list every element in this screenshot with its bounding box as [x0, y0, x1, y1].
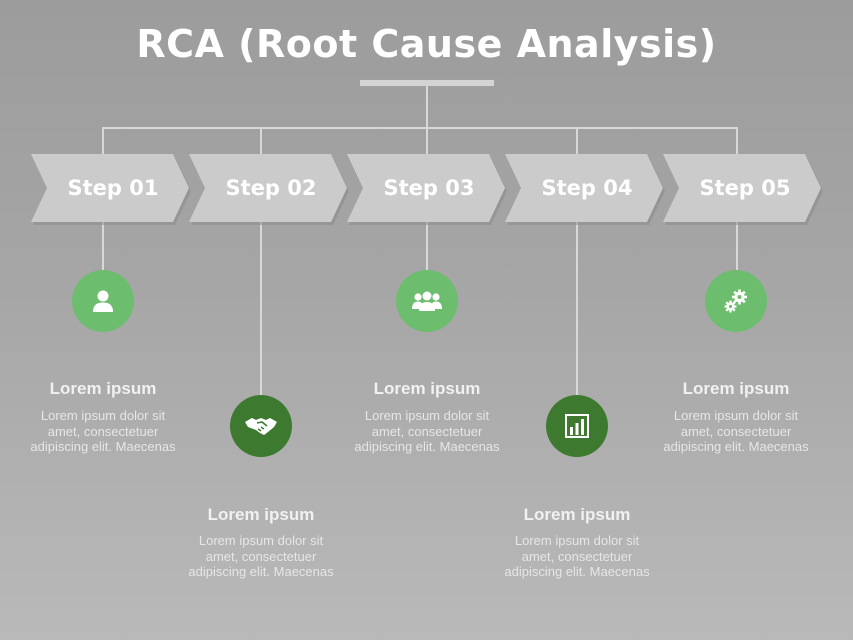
- step-chevron-5: Step 05: [663, 154, 821, 222]
- connector-drop-2: [260, 128, 262, 154]
- step-label-1: Step 01: [67, 176, 159, 200]
- handshake-icon: [245, 418, 277, 435]
- step-1-heading: Lorem ipsum: [49, 379, 157, 398]
- step-chevron-2: Step 02: [189, 154, 347, 222]
- stem-1: [102, 222, 104, 270]
- title-underline: [360, 80, 494, 86]
- step-5-heading: Lorem ipsum: [682, 379, 790, 398]
- step-label-2: Step 02: [225, 176, 317, 200]
- connector-drop-4: [576, 128, 578, 154]
- step-3-icon-circle: [396, 270, 458, 332]
- step-5-text: Lorem ipsum dolor sit amet, consectetuer…: [663, 408, 809, 454]
- step-2-text: Lorem ipsum dolor sit amet, consectetuer…: [188, 533, 334, 579]
- connector-drop-1: [102, 128, 104, 154]
- stem-5: [736, 222, 738, 270]
- step-4-text: Lorem ipsum dolor sit amet, consectetuer…: [504, 533, 650, 579]
- connector-drop-5: [736, 128, 738, 154]
- step-1-text: Lorem ipsum dolor sit amet, consectetuer…: [30, 408, 176, 454]
- group-icon: [412, 291, 442, 311]
- step-1-icon-circle: [72, 270, 134, 332]
- stem-4: [576, 222, 578, 395]
- step-4-icon-circle: [546, 395, 608, 457]
- stem-3: [426, 222, 428, 270]
- step-label-5: Step 05: [699, 176, 791, 200]
- step-2-heading: Lorem ipsum: [207, 505, 315, 524]
- step-3-heading: Lorem ipsum: [373, 379, 481, 398]
- page-title: RCA (Root Cause Analysis): [136, 22, 717, 66]
- step-chevron-4: Step 04: [505, 154, 663, 222]
- connector-horizontal: [102, 127, 738, 129]
- step-label-4: Step 04: [541, 176, 633, 200]
- step-label-3: Step 03: [383, 176, 475, 200]
- connector-drop-3: [426, 128, 428, 154]
- step-3-text: Lorem ipsum dolor sit amet, consectetuer…: [354, 408, 500, 454]
- step-2-icon-circle: [230, 395, 292, 457]
- step-5-icon-circle: [705, 270, 767, 332]
- gears-icon: [724, 289, 747, 313]
- person-icon: [93, 290, 113, 312]
- connector-trunk: [426, 86, 428, 128]
- bar-chart-icon: [565, 414, 589, 438]
- stem-2: [260, 222, 262, 395]
- step-chevron-3: Step 03: [347, 154, 505, 222]
- step-4-heading: Lorem ipsum: [523, 505, 631, 524]
- step-chevron-1: Step 01: [31, 154, 189, 222]
